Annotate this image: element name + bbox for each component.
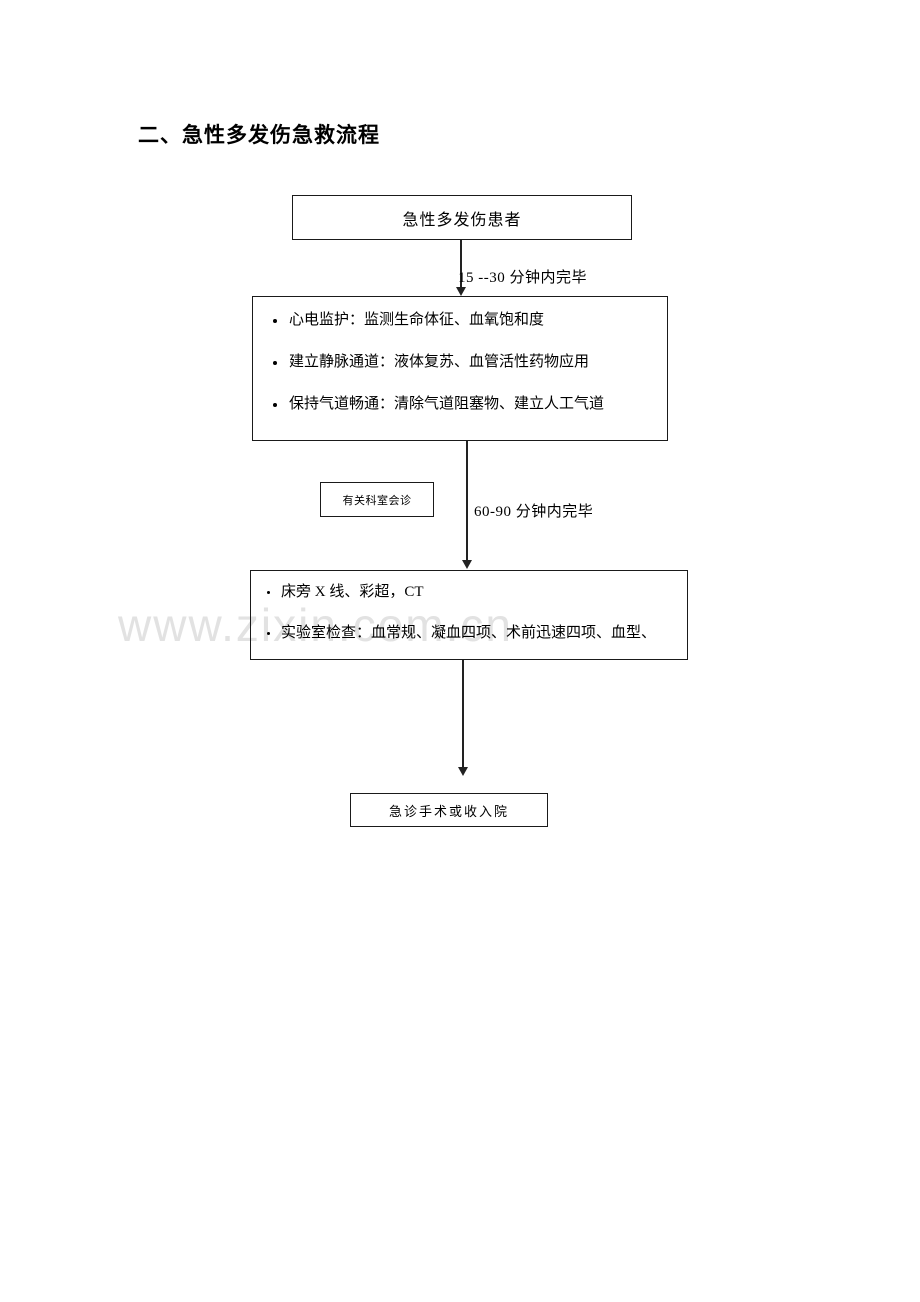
flow-node-patient: 急性多发伤患者 — [292, 195, 632, 240]
arrow-head — [462, 560, 472, 569]
list-item: 床旁 X 线、彩超，CT — [251, 583, 687, 602]
list-item-text: 保持气道畅通：清除气道阻塞物、建立人工气道 — [289, 396, 605, 412]
bullet-dot-icon — [267, 591, 270, 594]
examinations-list: 床旁 X 线、彩超，CT 实验室检查：血常规、凝血四项、术前迅速四项、血型、 — [251, 583, 687, 643]
arrow-shaft — [466, 441, 468, 561]
list-item: 建立静脉通道：液体复苏、血管活性药物应用 — [253, 353, 667, 372]
list-item: 实验室检查：血常规、凝血四项、术前迅速四项、血型、 — [251, 624, 687, 643]
arrow-shaft — [462, 660, 464, 768]
watermark-text: www.zixin.com.cn — [118, 599, 513, 651]
arrow-shaft — [460, 240, 462, 288]
list-item-text: 实验室检查：血常规、凝血四项、术前迅速四项、血型、 — [281, 625, 657, 641]
arrow-head — [458, 767, 468, 776]
list-item-text: 床旁 X 线、彩超，CT — [281, 584, 424, 600]
page-title: 二、急性多发伤急救流程 — [138, 124, 380, 147]
arrow-head — [456, 287, 466, 296]
initial-treatment-list: 心电监护：监测生命体征、血氧饱和度 建立静脉通道：液体复苏、血管活性药物应用 保… — [253, 311, 667, 414]
bullet-dot-icon — [273, 361, 277, 365]
flow-node-final-label: 急诊手术或收入院 — [388, 803, 509, 819]
flow-edge-label-time-1: 15 --30 分钟内完毕 — [458, 270, 587, 286]
list-item: 保持气道畅通：清除气道阻塞物、建立人工气道 — [253, 395, 667, 414]
bullet-dot-icon — [267, 632, 270, 635]
flow-node-final: 急诊手术或收入院 — [350, 793, 548, 827]
list-item-text: 建立静脉通道：液体复苏、血管活性药物应用 — [289, 354, 590, 370]
flow-node-initial-treatment: 心电监护：监测生命体征、血氧饱和度 建立静脉通道：液体复苏、血管活性药物应用 保… — [252, 296, 668, 441]
flow-node-consult: 有关科室会诊 — [320, 482, 434, 517]
bullet-dot-icon — [273, 403, 277, 407]
bullet-dot-icon — [273, 319, 277, 323]
flow-node-patient-label: 急性多发伤患者 — [402, 211, 522, 229]
flow-node-examinations: 床旁 X 线、彩超，CT 实验室检查：血常规、凝血四项、术前迅速四项、血型、 — [250, 570, 688, 660]
list-item: 心电监护：监测生命体征、血氧饱和度 — [253, 311, 667, 330]
list-item-text: 心电监护：监测生命体征、血氧饱和度 — [289, 312, 545, 328]
flow-edge-label-time-2: 60-90 分钟内完毕 — [474, 504, 594, 520]
flow-node-consult-label: 有关科室会诊 — [342, 494, 412, 507]
